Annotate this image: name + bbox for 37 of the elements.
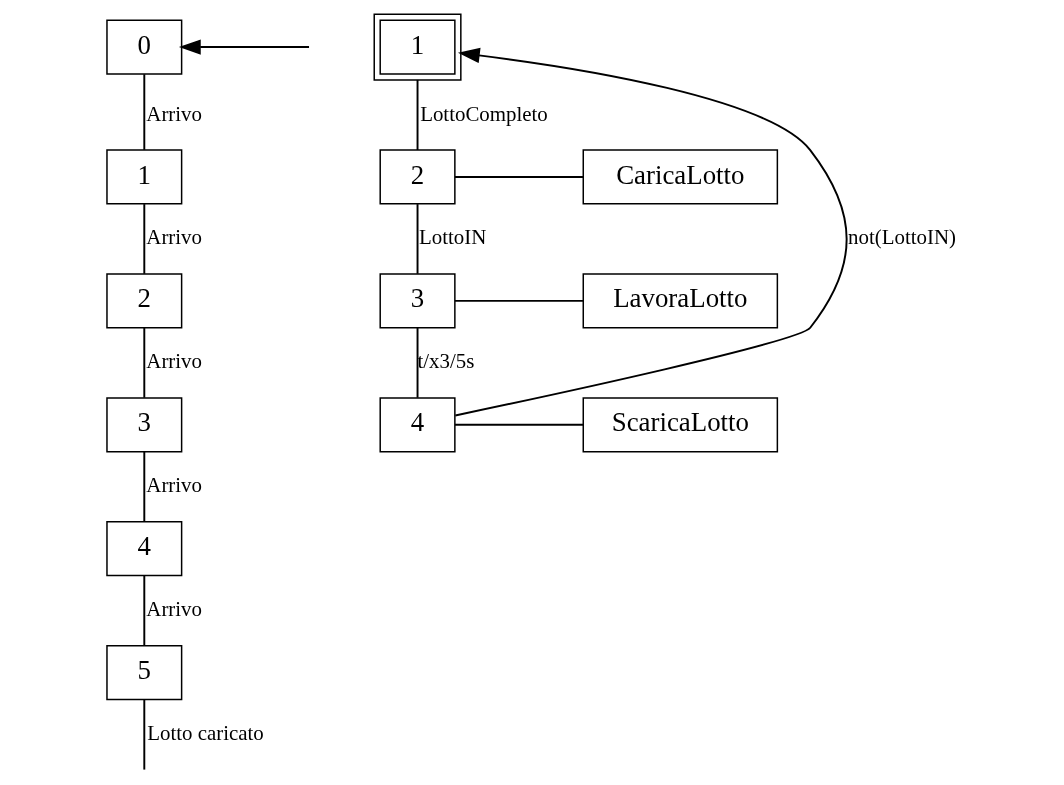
edge-label: Lotto caricato (146, 721, 264, 746)
node-box: ScaricaLotto (582, 397, 778, 453)
node-box: 2 (105, 273, 182, 329)
connector (142, 73, 145, 151)
node-box: 2 (378, 149, 456, 205)
node-box: 4 (105, 521, 182, 577)
connector (142, 698, 145, 771)
edge-label: Arrivo (145, 597, 202, 622)
connector (142, 327, 145, 399)
arrow (178, 39, 310, 55)
node-box: 4 (378, 397, 456, 453)
edge-label: not(LottoIN) (847, 225, 956, 250)
node-box: 1 (105, 149, 182, 205)
edge-label: Arrivo (145, 349, 202, 374)
connector (453, 299, 584, 302)
node-box: 3 (105, 397, 182, 453)
edge-label: LottoCompleto (419, 101, 548, 126)
edge-label: Arrivo (145, 225, 202, 250)
node-box: 3 (378, 273, 456, 329)
edge-label: Arrivo (145, 101, 202, 126)
edge-label: t/x3/5s (416, 349, 474, 374)
connector (416, 203, 418, 275)
arrow (453, 47, 848, 417)
node-box: 0 (105, 19, 182, 75)
connector (416, 78, 418, 151)
node-box: 1 (373, 13, 462, 81)
connector (453, 423, 584, 426)
node-box: 5 (105, 645, 182, 701)
edge-label: Arrivo (145, 473, 202, 498)
node-box: CaricaLotto (582, 149, 778, 205)
connector (142, 450, 145, 523)
connector (142, 203, 145, 275)
edge-label: LottoIN (418, 225, 486, 250)
connector (142, 574, 145, 647)
connector (453, 176, 584, 178)
node-box: LavoraLotto (582, 273, 778, 329)
connector (416, 327, 418, 399)
